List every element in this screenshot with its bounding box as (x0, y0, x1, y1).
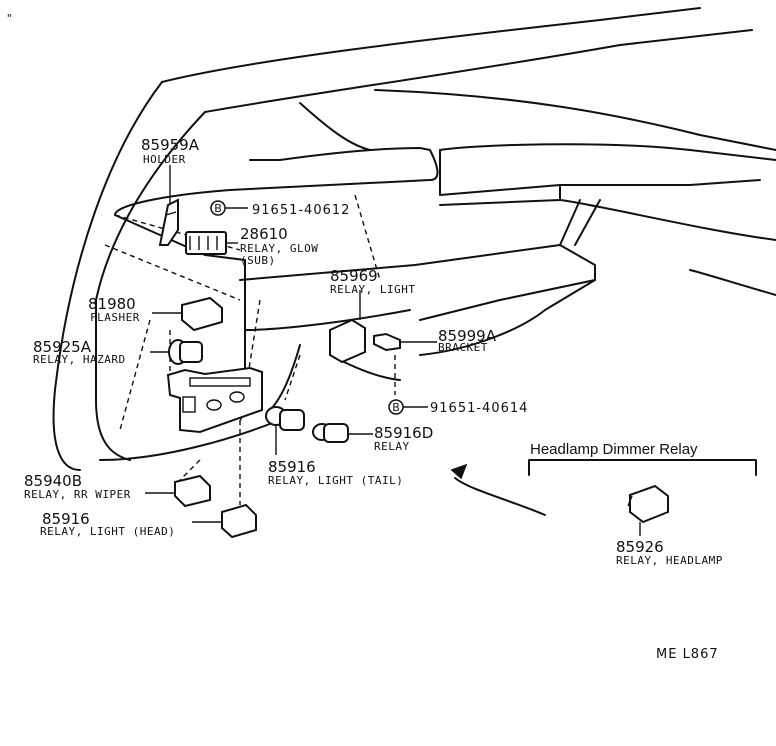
drawing-code: ME L867 (656, 647, 719, 662)
corner-mark: " (6, 12, 13, 25)
part-name-relay-light-tail: RELAY, LIGHT (TAIL) (268, 474, 403, 487)
part-number-relay-light-85969: 85969 (330, 267, 378, 285)
part-name-relay-hazard: RELAY, HAZARD (33, 353, 126, 366)
inset-headlamp-dimmer: Headlamp Dimmer Relay (450, 441, 757, 516)
part-number-holder: 85959A (141, 136, 200, 154)
part-number-relay-light-head: 85916 (42, 510, 90, 528)
relay-rr-wiper-part (174, 474, 211, 508)
svg-text:B: B (392, 401, 400, 414)
svg-text:B: B (214, 202, 222, 215)
relay-block (166, 366, 263, 434)
bracket-part (373, 332, 401, 352)
relay-glow-part (185, 231, 227, 255)
part-number-relay-hazard: 85925A (33, 338, 92, 356)
part-number-relay-glow: 28610 (240, 225, 288, 243)
part-number-relay-headlamp: 85926 (616, 538, 664, 556)
relay-light-85969-part (329, 318, 366, 364)
part-name-relay-rr-wiper: RELAY, RR WIPER (24, 488, 131, 501)
flasher-part (181, 296, 223, 332)
part-number-bolt-1: 91651-40612 (252, 203, 350, 218)
part-number-bracket: 85999A (438, 327, 497, 345)
part-name-relay-glow: RELAY, GLOW (240, 242, 318, 255)
relay-headlamp-part (627, 484, 669, 524)
holder-part (158, 198, 179, 246)
relay-light-tail-part (265, 406, 305, 431)
part-name-relay-85916D: RELAY (374, 440, 410, 453)
inset-title: Headlamp Dimmer Relay (530, 441, 698, 458)
relay-hazard-part (168, 339, 203, 365)
relay-light-head-part (221, 503, 257, 539)
part-name-relay-light-head: RELAY, LIGHT (HEAD) (40, 525, 175, 538)
part-name-holder: HOLDER (143, 153, 186, 166)
part-number-bolt-2: 91651-40614 (430, 401, 528, 416)
part-number-relay-light-tail: 85916 (268, 458, 316, 476)
part-number-flasher: 81980 (88, 295, 136, 313)
part-name-relay-light-85969: RELAY, LIGHT (330, 283, 415, 296)
part-name-flasher: FLASHER (90, 311, 140, 324)
leader-lines (145, 165, 641, 536)
part-number-relay-85916D: 85916D (374, 424, 433, 442)
relay-85916D-part (312, 423, 349, 443)
part-labels: 85959A HOLDER 91651-40612 28610 RELAY, G… (24, 136, 723, 662)
part-name-relay-headlamp: RELAY, HEADLAMP (616, 554, 723, 567)
part-number-relay-rr-wiper: 85940B (24, 472, 82, 490)
bolt-callout-2: B (388, 399, 404, 415)
part-name-relay-glow-sub: (SUB) (240, 254, 276, 267)
bolt-callout-1: B (210, 200, 226, 216)
part-name-bracket: BRACKET (438, 341, 488, 354)
